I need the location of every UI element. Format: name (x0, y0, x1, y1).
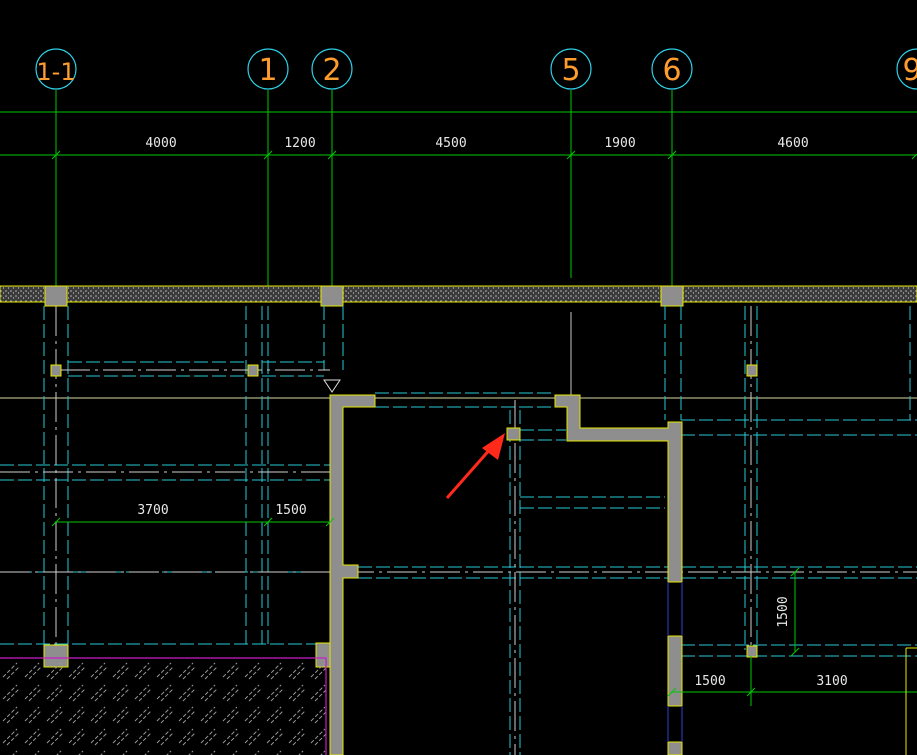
axis-label-1-1: 1-1 (36, 58, 75, 86)
blue-lines (667, 582, 683, 742)
dim-1500-right: 1500 (694, 674, 725, 689)
vertical-dimension: 1500 (776, 567, 800, 657)
axis-labels: 1-1 1 2 5 6 9 (36, 53, 917, 88)
dim-4500: 4500 (435, 136, 466, 151)
axis-label-9: 9 (902, 53, 917, 88)
right-dimension: 1500 3100 (667, 656, 917, 706)
axis-label-2: 2 (322, 53, 341, 88)
axis-bubbles (35, 48, 917, 90)
axis-label-5: 5 (561, 53, 580, 88)
dim-3700: 3700 (137, 503, 168, 518)
axis-bubble-9 (896, 48, 917, 90)
axis-label-1: 1 (258, 53, 277, 88)
triangle-marker (323, 379, 341, 393)
dim-3100: 3100 (816, 674, 847, 689)
axis-label-6: 6 (662, 53, 681, 88)
dim-4000: 4000 (145, 136, 176, 151)
axis-bubble-6 (651, 48, 693, 90)
dim-4600: 4600 (777, 136, 808, 151)
red-arrow-icon (445, 433, 505, 499)
walls (315, 394, 683, 755)
dim-1500-left: 1500 (275, 503, 306, 518)
axis-bubble-5 (550, 48, 592, 90)
top-dimension-texts: 4000 1200 4500 1900 4600 (145, 136, 808, 151)
top-wall-band (0, 285, 917, 307)
slab-area (0, 647, 917, 755)
dashed-beams (0, 306, 917, 755)
axis-bubble-1 (247, 48, 289, 90)
dim-1200: 1200 (284, 136, 315, 151)
dimension-ticks (51, 150, 917, 160)
left-dimension: 3700 1500 (51, 503, 335, 527)
center-lines (0, 306, 917, 755)
dim-1900: 1900 (604, 136, 635, 151)
axis-grid-lines (55, 90, 673, 290)
axis-bubble-2 (311, 48, 353, 90)
top-dimension-lines (0, 111, 917, 156)
axis-bubble-1-1 (35, 48, 77, 90)
dim-1500-vertical: 1500 (776, 596, 791, 627)
